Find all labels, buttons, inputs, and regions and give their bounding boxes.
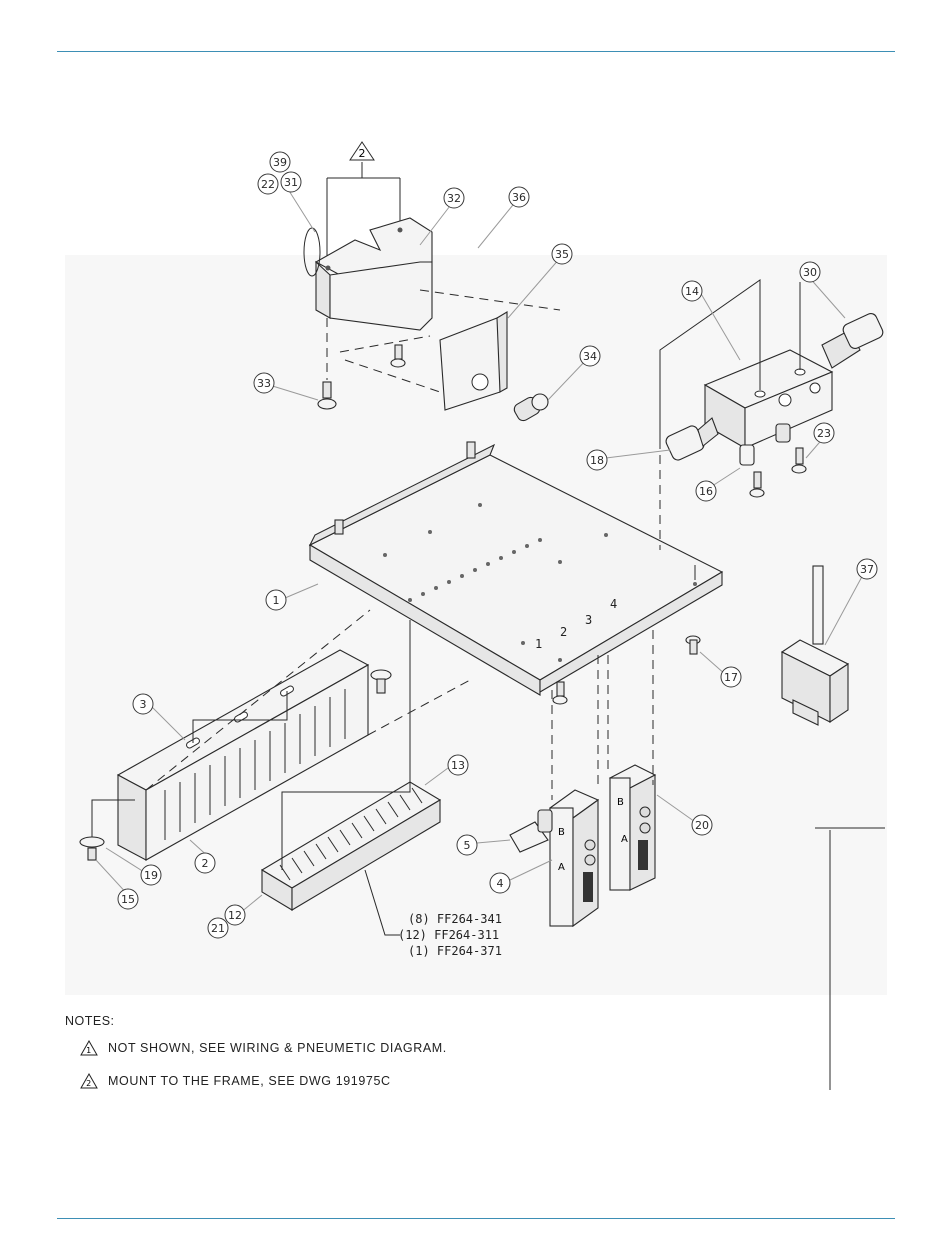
svg-text:18: 18 (590, 454, 604, 467)
svg-text:22: 22 (261, 178, 275, 191)
part-list-item: (12) FF264-311 (398, 928, 499, 942)
callout-23: 23 (814, 423, 834, 443)
svg-text:21: 21 (211, 922, 225, 935)
svg-text:2: 2 (86, 1079, 92, 1088)
svg-text:35: 35 (555, 248, 569, 261)
svg-text:23: 23 (817, 427, 831, 440)
callout-31: 31 (281, 172, 301, 192)
svg-text:1: 1 (273, 594, 280, 607)
callout-5: 5 (457, 835, 477, 855)
svg-text:39: 39 (273, 156, 287, 169)
note-1-triangle-icon: 1 (80, 1040, 98, 1056)
callout-1: 1 (266, 590, 286, 610)
solenoid-valve-4b: B A (610, 765, 655, 890)
svg-text:15: 15 (121, 893, 135, 906)
callout-14: 14 (682, 281, 702, 301)
solenoid-valve-4: B A (550, 790, 598, 926)
callout-36: 36 (509, 187, 529, 207)
svg-text:37: 37 (860, 563, 874, 576)
callout-3: 3 (133, 694, 153, 714)
callout-12: 12 (225, 905, 245, 925)
callout-17: 17 (721, 667, 741, 687)
callout-18: 18 (587, 450, 607, 470)
svg-text:31: 31 (284, 176, 298, 189)
callout-21: 21 (208, 918, 228, 938)
plate-number: 2 (560, 625, 567, 639)
bracket-32 (304, 218, 432, 330)
callout-37: 37 (857, 559, 877, 579)
part-list-item: (1) FF264-371 (408, 944, 502, 958)
svg-text:2: 2 (359, 147, 366, 160)
svg-text:32: 32 (447, 192, 461, 205)
svg-text:A: A (558, 862, 565, 873)
part-list: (8) FF264-341 (12) FF264-311 (1) FF264-3… (398, 912, 502, 958)
plate-number: 1 (535, 637, 542, 651)
svg-text:2: 2 (202, 857, 209, 870)
svg-text:30: 30 (803, 266, 817, 279)
svg-text:14: 14 (685, 285, 699, 298)
svg-text:20: 20 (695, 819, 709, 832)
svg-text:13: 13 (451, 759, 465, 772)
svg-text:1: 1 (86, 1046, 92, 1055)
callout-19: 19 (141, 865, 161, 885)
callout-13: 13 (448, 755, 468, 775)
callout-20: 20 (692, 815, 712, 835)
note-1-text: NOT SHOWN, SEE WIRING & PNEUMETIC DIAGRA… (108, 1041, 447, 1055)
svg-text:16: 16 (699, 485, 713, 498)
svg-text:19: 19 (144, 869, 158, 882)
svg-text:33: 33 (257, 377, 271, 390)
callout-15: 15 (118, 889, 138, 909)
svg-text:12: 12 (228, 909, 242, 922)
callout-22: 22 (258, 174, 278, 194)
callout-32: 32 (444, 188, 464, 208)
svg-text:34: 34 (583, 350, 597, 363)
note-2-text: MOUNT TO THE FRAME, SEE DWG 191975C (108, 1074, 391, 1088)
callout-4: 4 (490, 873, 510, 893)
svg-text:5: 5 (464, 839, 471, 852)
note-2: 2 MOUNT TO THE FRAME, SEE DWG 191975C (80, 1073, 391, 1089)
part-list-item: (8) FF264-341 (408, 912, 502, 926)
svg-text:36: 36 (512, 191, 526, 204)
svg-text:A: A (621, 834, 628, 845)
plate-number: 3 (585, 613, 592, 627)
svg-text:17: 17 (724, 671, 738, 684)
callout-39: 39 (270, 152, 290, 172)
plate-number: 4 (610, 597, 617, 611)
svg-text:3: 3 (140, 698, 147, 711)
svg-text:B: B (558, 827, 565, 838)
svg-text:B: B (617, 797, 624, 808)
callout-2: 2 (195, 853, 215, 873)
callout-16: 16 (696, 481, 716, 501)
svg-text:4: 4 (497, 877, 504, 890)
callout-30: 30 (800, 262, 820, 282)
note-1: 1 NOT SHOWN, SEE WIRING & PNEUMETIC DIAG… (80, 1040, 447, 1056)
callout-33: 33 (254, 373, 274, 393)
note-2-triangle-icon: 2 (80, 1073, 98, 1089)
callout-34: 34 (580, 346, 600, 366)
notes-heading: NOTES: (65, 1014, 115, 1028)
callout-35: 35 (552, 244, 572, 264)
